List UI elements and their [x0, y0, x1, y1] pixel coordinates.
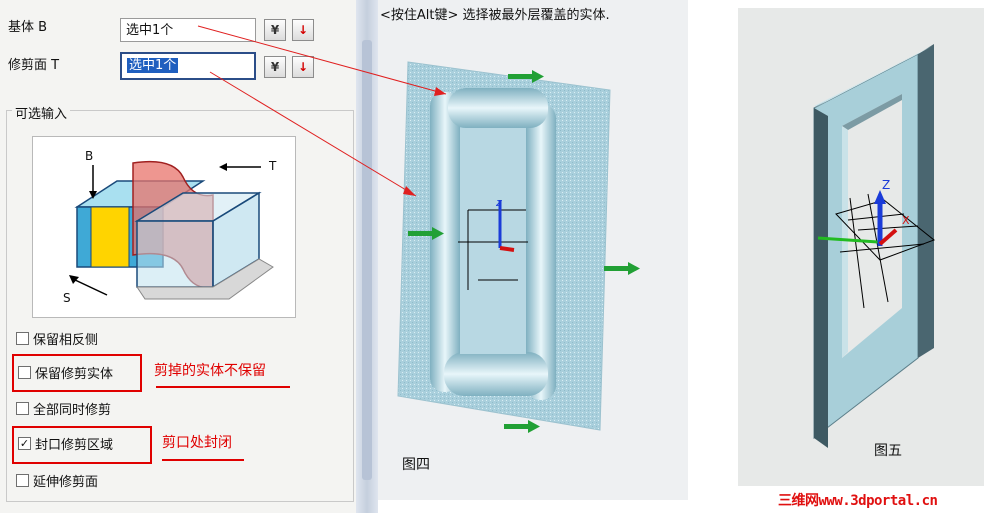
optional-input-group	[6, 110, 354, 502]
figure4-axis-z: z	[496, 196, 502, 209]
highlight-box-keep-trimmed	[12, 354, 142, 392]
figure5-axis-z: Z	[882, 178, 891, 192]
label-t: T	[269, 159, 277, 173]
seal-trim-region-option[interactable]: ✓ 封口修剪区域	[18, 433, 113, 453]
figure5-caption: 图五	[874, 443, 902, 459]
site-watermark: 三维网www.3dportal.cn	[778, 493, 938, 509]
trim-face-dropdown-button[interactable]: ¥	[264, 56, 286, 78]
base-body-field[interactable]: 选中1个	[120, 18, 256, 42]
trim-properties-panel: 基体 B 选中1个 ¥ ↓ 修剪面 T 选中1个 ¥ ↓ 可选输入	[0, 0, 356, 513]
figure5-axis-x: X	[902, 214, 910, 227]
seal-trim-region-checkbox[interactable]: ✓	[18, 436, 31, 450]
keep-opposite-side-label: 保留相反侧	[33, 332, 99, 348]
highlight-box-seal-region	[12, 426, 152, 464]
scrollbar-thumb[interactable]	[362, 40, 372, 480]
optional-input-title: 可选输入	[12, 103, 71, 122]
trim-all-option[interactable]: 全部同时修剪	[16, 398, 111, 418]
label-b: B	[85, 149, 94, 163]
trim-face-selected-text: 选中1个	[127, 58, 179, 73]
seal-region-note: 剪口处封闭	[162, 435, 232, 451]
base-body-reverse-button[interactable]: ↓	[292, 19, 314, 41]
keep-trimmed-body-option[interactable]: 保留修剪实体	[18, 362, 113, 382]
red-down-arrow-icon: ↓	[297, 60, 309, 74]
viewport-hint: <按住Alt键> 选择被最外层覆盖的实体.	[380, 8, 610, 23]
label-s: S	[63, 291, 71, 305]
extend-trim-face-option[interactable]: 延伸修剪面	[16, 470, 98, 490]
trim-all-label: 全部同时修剪	[33, 402, 112, 418]
extend-trim-face-label: 延伸修剪面	[33, 474, 99, 490]
seal-region-note-underline	[162, 459, 244, 461]
keep-trimmed-note-underline	[156, 386, 290, 388]
base-body-label: 基体 B	[8, 20, 48, 35]
double-chevron-down-icon: ¥	[270, 60, 280, 74]
seal-trim-region-label: 封口修剪区域	[35, 437, 114, 453]
red-down-arrow-icon: ↓	[297, 23, 309, 37]
trim-illustration: B T S	[32, 136, 296, 318]
keep-opposite-side-option[interactable]: 保留相反侧	[16, 328, 98, 348]
extend-trim-face-checkbox[interactable]	[16, 473, 29, 487]
figure4-model-graphic	[397, 61, 640, 433]
trim-face-reverse-button[interactable]: ↓	[292, 56, 314, 78]
double-chevron-down-icon: ¥	[270, 23, 280, 37]
figure5-model-graphic	[813, 44, 936, 448]
base-body-dropdown-button[interactable]: ¥	[264, 19, 286, 41]
keep-trimmed-body-label: 保留修剪实体	[35, 366, 114, 382]
figure4-caption: 图四	[402, 457, 430, 473]
trim-face-label: 修剪面 T	[8, 58, 60, 73]
trim-face-field[interactable]: 选中1个	[120, 52, 256, 80]
model-viewport[interactable]: <按住Alt键> 选择被最外层覆盖的实体.	[378, 0, 688, 500]
keep-trimmed-body-checkbox[interactable]	[18, 365, 31, 379]
keep-trimmed-note: 剪掉的实体不保留	[154, 363, 266, 379]
figure5-view: Z X 图五	[738, 8, 984, 486]
keep-opposite-side-checkbox[interactable]	[16, 331, 29, 345]
trim-all-checkbox[interactable]	[16, 401, 29, 415]
trim-diagram-graphic	[69, 160, 274, 300]
